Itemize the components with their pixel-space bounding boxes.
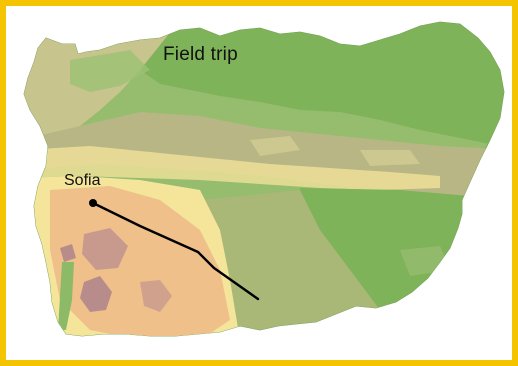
city-label-sofia: Sofia xyxy=(64,172,101,189)
route-line xyxy=(91,201,260,301)
sofia-marker[interactable] xyxy=(89,199,97,207)
texture-patch xyxy=(250,136,300,156)
rila-peak-region xyxy=(82,228,128,270)
struma-valley xyxy=(58,262,74,330)
northwest-green-patch xyxy=(70,50,150,92)
southern-olive-region xyxy=(200,190,380,336)
northern-lowland-region xyxy=(140,22,504,150)
texture-patch xyxy=(360,150,420,166)
central-yellow-band xyxy=(24,146,440,190)
rhodope-peak-region xyxy=(140,280,172,312)
pirin-peak-region xyxy=(80,276,112,312)
map-title: Field trip xyxy=(163,44,238,65)
small-peak-region xyxy=(60,244,76,262)
